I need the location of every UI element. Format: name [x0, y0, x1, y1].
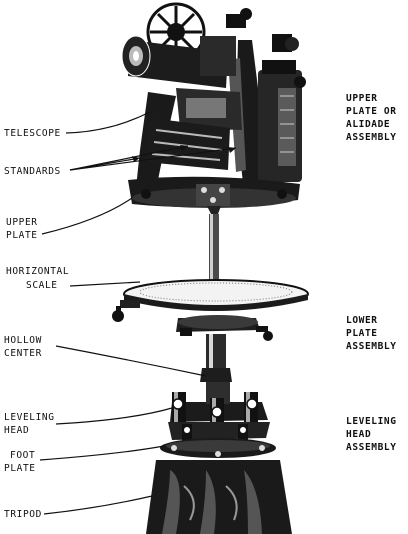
label-tripod: TRIPOD	[4, 509, 42, 520]
leveling-head-illustration	[160, 382, 276, 458]
assembly-lower-line3: ASSEMBLY	[346, 341, 397, 352]
assembly-lower-line2: PLATE	[346, 328, 378, 339]
label-hollow-center-line2: CENTER	[4, 348, 42, 359]
leader-standards-3	[69, 147, 237, 171]
label-upper-plate-line2: PLATE	[6, 230, 38, 241]
arrowhead-standards-3	[228, 147, 236, 153]
assembly-lower-line1: LOWER	[346, 315, 378, 326]
label-hollow-center-line1: HOLLOW	[4, 335, 42, 346]
label-foot-plate-line1: FOOT	[10, 450, 35, 461]
label-leveling-head-line1: LEVELING	[4, 412, 55, 423]
assembly-leveling-line2: HEAD	[346, 429, 371, 440]
arrowhead-standards-1	[132, 156, 140, 162]
assembly-upper-line3: ALIDADE	[346, 119, 390, 130]
label-foot-plate-line2: PLATE	[4, 463, 36, 474]
label-telescope: TELESCOPE	[4, 128, 61, 139]
assembly-upper-line2: PLATE OR	[346, 106, 397, 117]
leader-standards-2	[69, 145, 189, 171]
leader-hollow-center	[55, 345, 207, 377]
assembly-leveling-line3: ASSEMBLY	[346, 442, 397, 453]
assembly-upper-line1: UPPER	[346, 93, 378, 104]
leader-leveling-head	[55, 407, 173, 425]
leader-lines	[39, 111, 237, 515]
leader-horizontal-scale	[69, 281, 141, 287]
label-standards: STANDARDS	[4, 166, 61, 177]
leader-tripod	[43, 495, 153, 515]
label-horizontal-scale-line2: SCALE	[26, 280, 58, 291]
label-horizontal-scale-line1: HORIZONTAL	[6, 266, 69, 277]
leader-foot-plate	[39, 445, 165, 461]
assembly-upper-line4: ASSEMBLY	[346, 132, 397, 143]
label-upper-plate-line1: UPPER	[6, 217, 38, 228]
lower-plate-illustration	[112, 279, 309, 382]
leader-upper-plate	[41, 197, 133, 235]
leader-telescope	[65, 111, 151, 134]
label-leveling-head-line2: HEAD	[4, 425, 29, 436]
arrowhead-standards-2	[180, 145, 188, 151]
alidade-spindle-illustration	[207, 206, 221, 284]
tripod-illustration	[146, 460, 292, 534]
alidade-assembly-illustration	[121, 2, 306, 208]
assembly-leveling-line1: LEVELING	[346, 416, 397, 427]
